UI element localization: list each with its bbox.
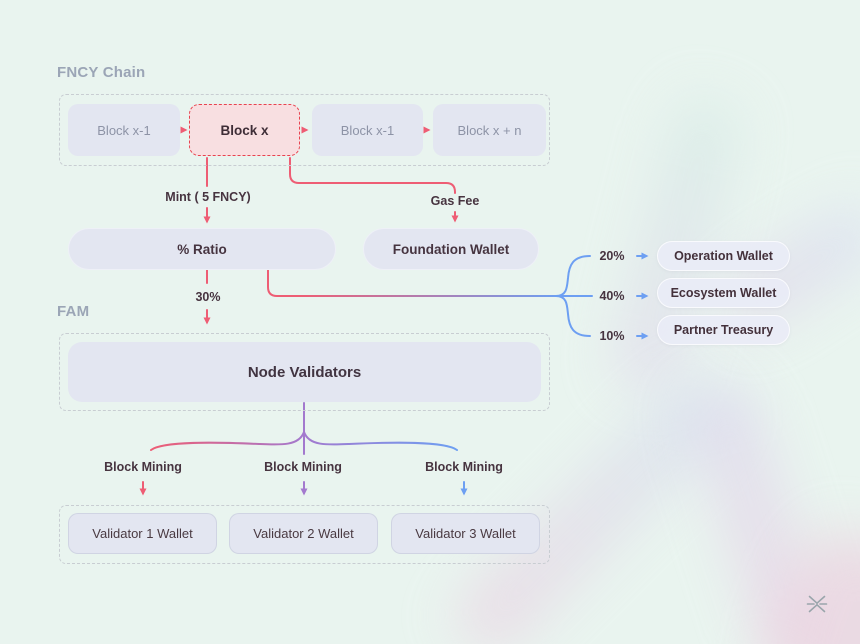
validator-2-wallet-node: Validator 2 Wallet [229, 513, 378, 554]
block-label: Block x-1 [340, 122, 395, 138]
distribution-pct-label: 40% [599, 289, 625, 303]
ratio-30pct-label: 30% [195, 290, 221, 304]
ratio-label: % Ratio [177, 241, 227, 257]
validator-1-wallet-label: Validator 1 Wallet [92, 526, 193, 541]
distribution-pct-label: 20% [599, 249, 625, 263]
ecosystem-wallet-node: Ecosystem Wallet [657, 278, 790, 308]
block-mining-label: Block Mining [425, 460, 503, 474]
validators-group-container [59, 505, 550, 564]
partner-treasury-label: Partner Treasury [673, 323, 774, 337]
block-label: Block x + n [457, 122, 522, 138]
validator-1-wallet-node: Validator 1 Wallet [68, 513, 217, 554]
validator-3-wallet-label: Validator 3 Wallet [415, 526, 516, 541]
section-title-fam: FAM [57, 303, 90, 320]
partner-treasury-node: Partner Treasury [657, 315, 790, 345]
fncy-logo-icon [806, 595, 828, 613]
chain-group-container [59, 94, 550, 166]
foundation-wallet-label: Foundation Wallet [392, 241, 510, 257]
section-title-fncy-chain: FNCY Chain [57, 64, 146, 81]
operation-wallet-label: Operation Wallet [674, 249, 773, 263]
block-label: Block x [220, 122, 269, 138]
distribution-pct-label: 10% [599, 329, 625, 343]
mint-flow-label: Mint ( 5 FNCY) [165, 190, 251, 204]
block-mining-label: Block Mining [104, 460, 182, 474]
node-validators-label: Node Validators [247, 363, 362, 381]
block-node-prev: Block x-1 [68, 104, 180, 156]
fam-group-container [59, 333, 550, 411]
node-validators-node: Node Validators [68, 342, 541, 402]
block-label: Block x-1 [97, 122, 151, 138]
block-node-current: Block x [189, 104, 300, 156]
gas-fee-flow-label: Gas Fee [430, 194, 480, 208]
validator-3-wallet-node: Validator 3 Wallet [391, 513, 540, 554]
block-node-future: Block x + n [433, 104, 546, 156]
foundation-wallet-node: Foundation Wallet [363, 228, 539, 270]
validator-2-wallet-label: Validator 2 Wallet [253, 526, 354, 541]
block-mining-label: Block Mining [264, 460, 342, 474]
block-node-next: Block x-1 [312, 104, 423, 156]
ecosystem-wallet-label: Ecosystem Wallet [670, 286, 777, 300]
ratio-node: % Ratio [68, 228, 336, 270]
operation-wallet-node: Operation Wallet [657, 241, 790, 271]
